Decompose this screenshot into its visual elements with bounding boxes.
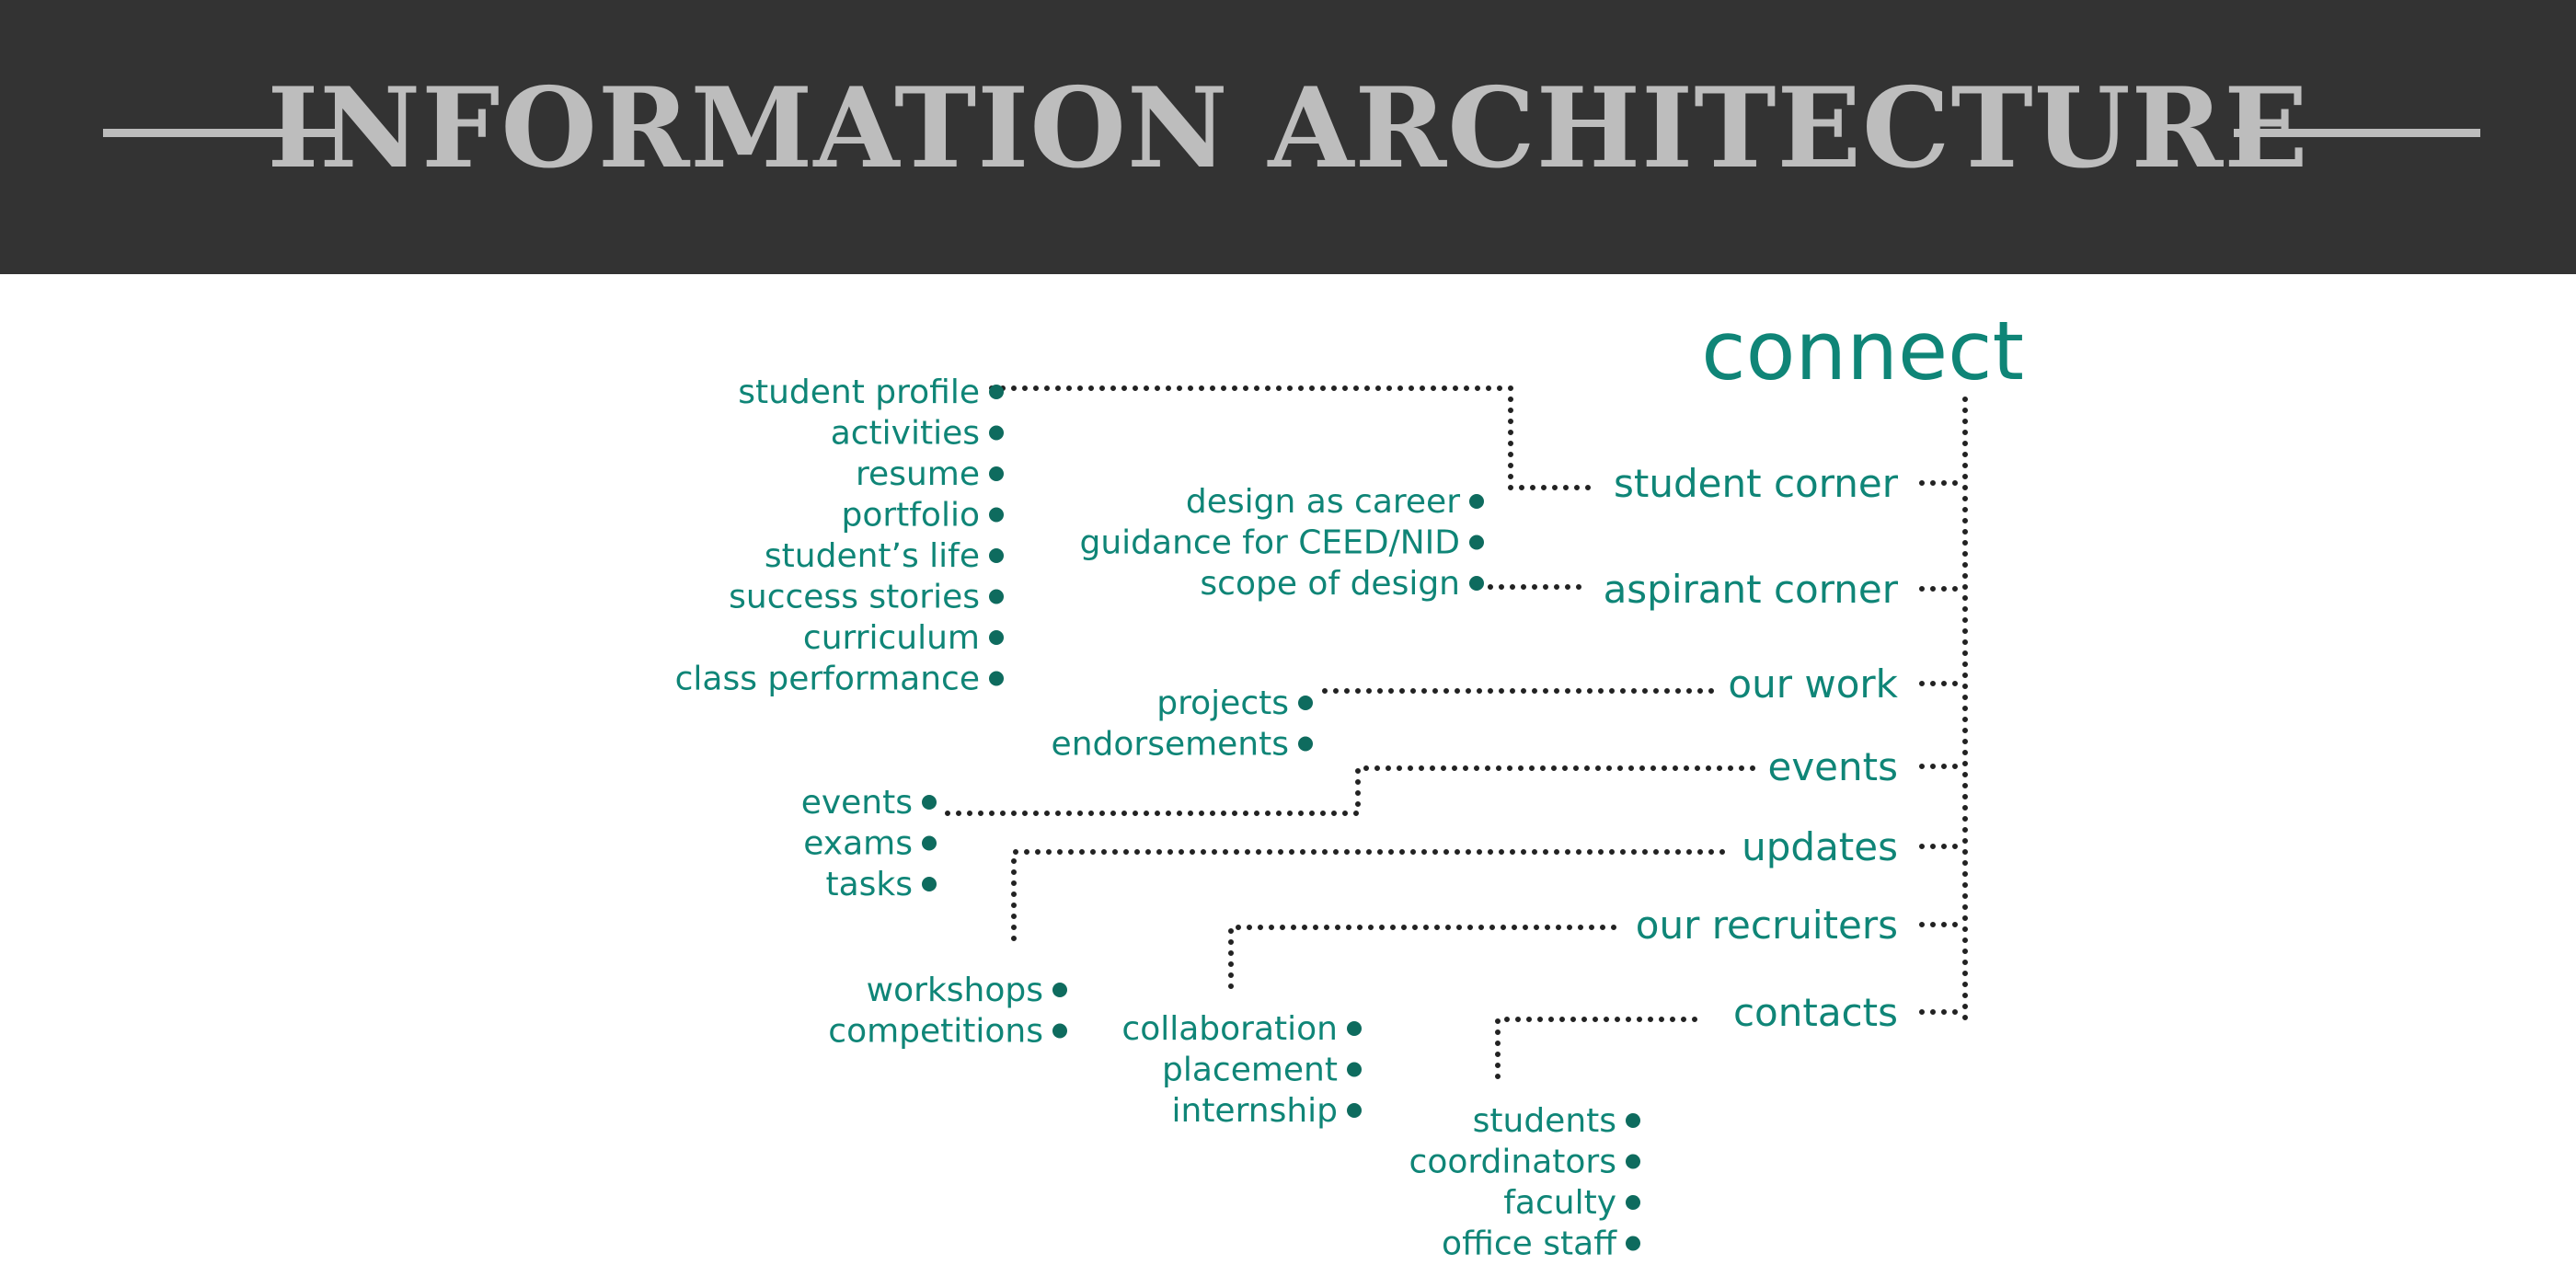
leaf-projects: projects bbox=[1156, 684, 1289, 722]
branch-updates: updates bbox=[1742, 824, 1898, 869]
leaf-tasks: tasks bbox=[825, 866, 913, 903]
branch-contacts: contacts bbox=[1733, 990, 1898, 1035]
leaf-bullet bbox=[1347, 1062, 1362, 1077]
leaf-design-as-career: design as career bbox=[1186, 483, 1460, 521]
leaf-bullet bbox=[1626, 1236, 1640, 1251]
leaf-bullet bbox=[1052, 1023, 1067, 1039]
leaf-bullet bbox=[922, 835, 937, 851]
leaf-portfolio: portfolio bbox=[841, 497, 980, 535]
leaf-bullet bbox=[1298, 696, 1313, 710]
title-banner bbox=[0, 0, 2576, 274]
leaf-office-staff: office staff bbox=[1442, 1225, 1617, 1263]
leaf-collaboration: collaboration bbox=[1121, 1010, 1338, 1048]
leaf-workshops: workshops bbox=[867, 972, 1043, 1009]
leaf-guidance-for-ceed-nid: guidance for CEED/NID bbox=[1080, 524, 1460, 562]
link-updates bbox=[1011, 849, 1731, 941]
link-student-corner bbox=[989, 385, 1602, 490]
title-rule-right bbox=[2234, 129, 2480, 137]
leaf-bullet bbox=[1052, 983, 1067, 997]
leaf-internship: internship bbox=[1172, 1092, 1339, 1130]
leaf-placement: placement bbox=[1162, 1052, 1338, 1089]
leaf-bullet bbox=[1469, 535, 1484, 550]
leaf-bullet bbox=[989, 507, 1004, 523]
leaf-faculty: faculty bbox=[1503, 1184, 1616, 1222]
root-node: connect bbox=[1701, 304, 2024, 398]
diagram-labels: connect student corner student profile act… bbox=[675, 304, 2024, 1263]
leaf-bullet bbox=[1626, 1113, 1640, 1128]
leaf-events: events bbox=[801, 784, 913, 822]
leaf-endorsements: endorsements bbox=[1052, 726, 1289, 764]
leaf-coordinators: coordinators bbox=[1409, 1144, 1616, 1181]
leaf-bullet bbox=[922, 795, 937, 810]
leaf-bullet bbox=[1298, 736, 1313, 752]
leaf-bullet bbox=[989, 630, 1004, 645]
leaf-bullet bbox=[989, 589, 1004, 604]
leaf-bullet bbox=[1347, 1103, 1362, 1118]
leaf-bullet bbox=[1347, 1021, 1362, 1036]
leaf-bullet bbox=[989, 671, 1004, 686]
branch-our-work: our work bbox=[1728, 661, 1898, 707]
branch-aspirant-corner: aspirant corner bbox=[1604, 567, 1899, 612]
link-events bbox=[945, 765, 1758, 816]
leaf-scope-of-design: scope of design bbox=[1200, 565, 1460, 603]
leaf-bullet bbox=[1626, 1154, 1640, 1169]
leaf-success-stories: success stories bbox=[729, 579, 980, 616]
link-our-recruiters bbox=[1228, 925, 1624, 989]
branch-our-recruiters: our recruiters bbox=[1636, 903, 1898, 948]
leaf-resume: resume bbox=[856, 455, 980, 493]
leaf-bullet bbox=[1469, 494, 1484, 509]
leaf-bullet bbox=[989, 548, 1004, 563]
leaf-class-performance: class performance bbox=[675, 661, 980, 698]
leaf-bullet bbox=[1626, 1195, 1640, 1210]
leaf-student-profile: student profile bbox=[738, 374, 980, 411]
leaf-bullet bbox=[989, 466, 1004, 481]
leaf-bullet bbox=[989, 385, 1004, 399]
leaf-exams: exams bbox=[803, 825, 913, 863]
page-title: INFORMATION ARCHITECTURE bbox=[267, 63, 2309, 193]
leaf-student-s-life: student’s life bbox=[765, 537, 980, 575]
title-rule-left bbox=[103, 129, 335, 137]
leaf-activities: activities bbox=[831, 415, 980, 453]
branch-student-corner: student corner bbox=[1614, 461, 1899, 506]
leaf-bullet bbox=[922, 877, 937, 891]
connector-lines bbox=[945, 385, 1968, 1079]
leaf-competitions: competitions bbox=[828, 1013, 1043, 1051]
leaf-curriculum: curriculum bbox=[803, 619, 980, 657]
branch-events: events bbox=[1767, 744, 1898, 789]
link-contacts bbox=[1495, 1017, 1707, 1079]
leaf-bullet bbox=[1469, 576, 1484, 591]
leaf-bullet bbox=[989, 425, 1004, 441]
leaf-students: students bbox=[1473, 1102, 1616, 1140]
